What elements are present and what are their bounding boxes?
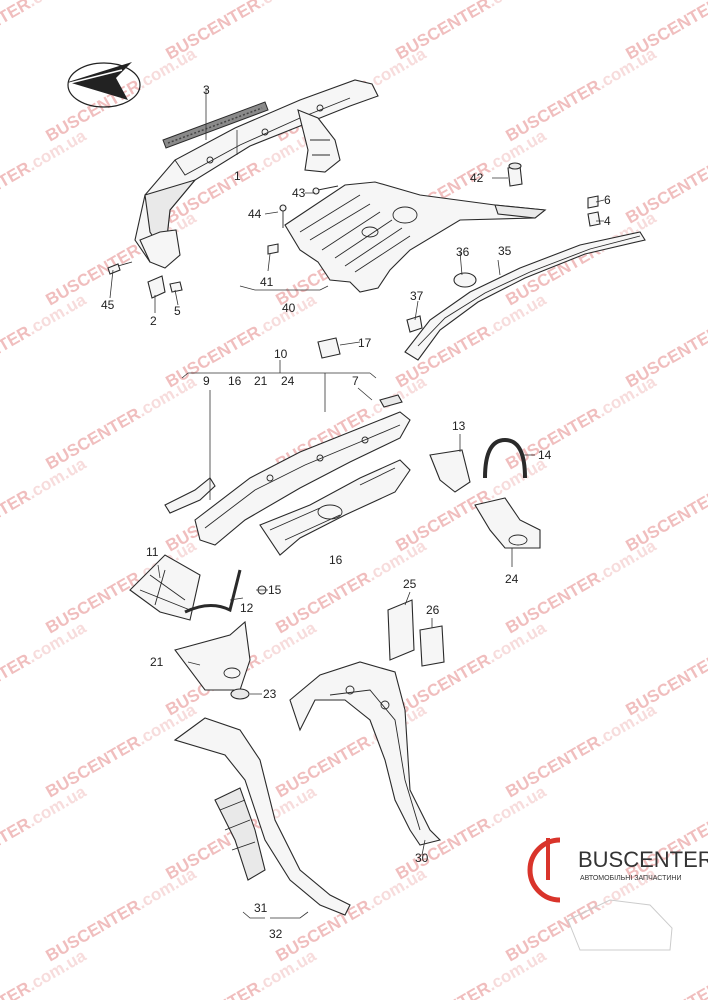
callout-24: 24	[505, 572, 519, 586]
callout-30: 30	[415, 851, 429, 865]
watermark-text: BUSCENTER.com.ua	[163, 946, 320, 1000]
callout-31: 31	[254, 901, 268, 915]
callout-16-group: 16	[228, 374, 242, 388]
leader-lines	[109, 88, 605, 919]
part-21-bracket	[174, 620, 251, 691]
buscenter-logo: BUSCENTER АВТОМОБІЛЬНІ ЗАПЧАСТИНИ	[527, 837, 708, 951]
callout-21: 21	[150, 655, 164, 669]
part-14-hoop	[483, 437, 527, 479]
callout-40: 40	[282, 301, 296, 315]
callout-12: 12	[240, 601, 254, 615]
part-31-pillar	[173, 717, 351, 916]
callout-5: 5	[174, 304, 181, 318]
callout-7: 7	[352, 374, 359, 388]
callout-25: 25	[403, 577, 417, 591]
callout-1: 1	[234, 169, 241, 183]
callout-9-label: 9	[203, 374, 210, 388]
nut-4-icon	[587, 211, 601, 227]
callout-42: 42	[470, 171, 484, 185]
watermark-text: BUSCENTER.com.ua	[623, 126, 708, 228]
callout-13: 13	[452, 419, 466, 433]
watermark-text: BUSCENTER.com.ua	[503, 536, 660, 638]
watermark-text: BUSCENTER.com.ua	[623, 454, 708, 556]
screw-44-icon	[279, 204, 287, 228]
watermark-text: BUSCENTER.com.ua	[43, 864, 200, 966]
part-17-clip	[317, 337, 341, 359]
part-1-cross-member	[134, 79, 379, 269]
callout-41: 41	[260, 275, 274, 289]
callout-35: 35	[498, 244, 512, 258]
callout-24-group: 24	[281, 374, 295, 388]
callout-10: 10	[274, 347, 288, 361]
watermark-text: BUSCENTER.com.ua	[503, 700, 660, 802]
watermark-text: BUSCENTER.com.ua	[503, 372, 660, 474]
bolt-5-icon	[169, 281, 183, 293]
part-12-rod	[184, 569, 242, 614]
callout-4: 4	[604, 214, 611, 228]
logo-tagline: АВТОМОБІЛЬНІ ЗАПЧАСТИНИ	[580, 875, 681, 882]
watermark-text: BUSCENTER.com.ua	[0, 126, 90, 228]
callout-6: 6	[604, 193, 611, 207]
part-13-cover	[429, 449, 471, 493]
part-24-bracket	[474, 497, 541, 549]
part-23-grommet	[230, 688, 250, 700]
callout-14-label: 14	[538, 448, 552, 462]
watermark-text: BUSCENTER.com.ua	[623, 946, 708, 1000]
watermark-text: BUSCENTER.com.ua	[503, 208, 660, 310]
part-40-panel	[284, 181, 547, 293]
part-16-tray	[259, 459, 411, 556]
watermark-text: BUSCENTER.com.ua	[623, 618, 708, 720]
watermark-text: BUSCENTER.com.ua	[43, 372, 200, 474]
callout-labels: 3 1 45 2 5 42 6 4 43 44 41 40 36 35 37 1…	[101, 83, 611, 941]
callout-26: 26	[426, 603, 440, 617]
watermark-text: BUSCENTER.com.ua	[0, 454, 90, 556]
callout-11: 11	[146, 545, 159, 559]
part-30-wheel-arch	[289, 661, 442, 846]
callout-36: 36	[456, 245, 470, 259]
callout-2: 2	[150, 314, 157, 328]
callout-44: 44	[248, 207, 262, 221]
part-35-roof-bow	[404, 231, 646, 361]
callout-32: 32	[269, 927, 283, 941]
watermark-text: BUSCENTER.com.ua	[0, 782, 90, 884]
clip-37-icon	[406, 315, 423, 333]
callout-23: 23	[263, 687, 277, 701]
part-2-bracket	[147, 275, 166, 299]
callout-45: 45	[101, 298, 115, 312]
logo-brand: BUSCENTER	[578, 847, 708, 872]
callout-37: 37	[410, 289, 424, 303]
callout-43: 43	[292, 186, 306, 200]
bolt-45-icon	[107, 261, 133, 275]
screw-43-icon	[312, 185, 339, 195]
watermark-text: BUSCENTER.com.ua	[503, 44, 660, 146]
callout-15: 15	[268, 583, 282, 597]
callout-16: 16	[329, 553, 343, 567]
part-26-plate	[419, 625, 445, 667]
watermark-text: BUSCENTER.com.ua	[623, 290, 708, 392]
plug-36-icon	[453, 272, 477, 288]
part-9-bracket	[164, 477, 216, 514]
watermark-text: BUSCENTER.com.ua	[0, 618, 90, 720]
callout-3: 3	[203, 83, 210, 97]
orientation-arrow-icon	[67, 62, 141, 108]
watermark-text: BUSCENTER.com.ua	[0, 0, 90, 63]
part-10-rear-beam	[194, 394, 411, 546]
part-11-frame	[129, 554, 201, 621]
watermark-text: BUSCENTER.com.ua	[393, 946, 550, 1000]
grommet-42-icon	[507, 162, 523, 187]
clip-41-icon	[267, 243, 279, 255]
part-3-seal-strip	[162, 101, 269, 149]
watermark-text: BUSCENTER.com.ua	[0, 290, 90, 392]
callout-21-group: 21	[254, 374, 268, 388]
clip-6-icon	[587, 195, 599, 209]
part-25-plate	[387, 599, 415, 661]
watermark-text: BUSCENTER.com.ua	[43, 700, 200, 802]
callout-17: 17	[358, 336, 372, 350]
